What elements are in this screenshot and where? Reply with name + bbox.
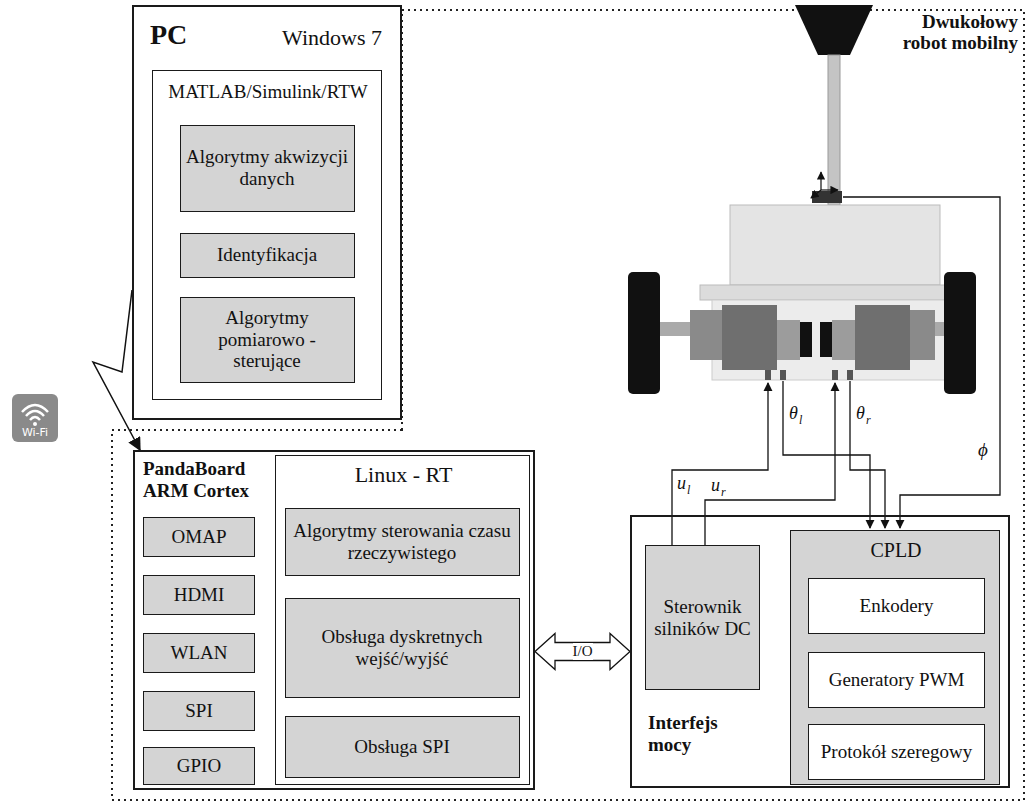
right-motor — [820, 305, 935, 380]
wifi-text: Wi-Fi — [12, 427, 58, 439]
mast — [828, 55, 840, 205]
box-heading: Interfejs mocy — [648, 712, 760, 756]
module-box: Algorytmy akwizycji danych — [180, 125, 355, 212]
box-heading: PC — [150, 19, 187, 51]
box-text: Protokół szeregowy — [821, 741, 972, 763]
module-box: OMAP — [143, 517, 255, 557]
os-box: Linux - RT Algorytmy sterowania czasu rze… — [275, 455, 530, 785]
module-box: Identyfikacja — [180, 233, 355, 278]
board-box: PandaBoard ARM CortexOMAP HDMI WLAN SPI GPIO… — [133, 450, 535, 790]
signal-name: u — [677, 474, 686, 494]
power-interface-box: Interfejs mocy Sterownik silników DC CPLD E… — [630, 515, 1010, 788]
function-box: Enkodery — [808, 578, 985, 634]
box-text: HDMI — [174, 584, 225, 606]
box-text: Sterownik silników DC — [651, 596, 754, 640]
axes-symbol — [811, 172, 838, 198]
module-box: Obsługa SPI — [285, 716, 520, 778]
signal-wires — [672, 197, 1000, 545]
box-text: Enkodery — [860, 595, 934, 617]
signal-subscript: r — [866, 414, 871, 427]
motor-frame — [712, 300, 958, 380]
signal-name: u — [711, 476, 720, 496]
left-motor — [690, 305, 812, 380]
box-heading: CPLD — [791, 539, 1001, 562]
imu-sensor — [812, 191, 842, 203]
edge-label: I/O — [573, 643, 593, 660]
signal-name: ϕ — [978, 440, 988, 461]
function-box: Generatory PWM — [808, 652, 985, 708]
box-text: Algorytmy pomiarowo - sterujące — [186, 307, 349, 373]
cpld-box: CPLD EnkoderyGeneratory PWM Protokół szere… — [790, 530, 1000, 785]
box-text: Obsługa SPI — [354, 736, 450, 758]
box-text: GPIO — [177, 755, 221, 777]
signal-subscript: r — [721, 486, 726, 499]
robot-body — [730, 205, 940, 285]
sensor-head — [795, 5, 873, 55]
module-box: SPI — [143, 691, 255, 731]
box-heading: Windows 7 — [282, 25, 382, 50]
function-box: Protokół szeregowy — [808, 724, 985, 780]
box-text: Identyfikacja — [217, 244, 317, 266]
module-box: GPIO — [143, 747, 255, 785]
software-box: MATLAB/Simulink/RTW Algorytmy akwizycji d… — [152, 70, 382, 400]
axle — [660, 322, 692, 336]
box-text: Generatory PWM — [829, 669, 965, 691]
box-text: OMAP — [172, 526, 227, 548]
box-heading: PandaBoard ARM Cortex — [143, 458, 268, 502]
box-heading: MATLAB/Simulink/RTW — [153, 81, 383, 103]
computer-box: PC Windows 7 MATLAB/Simulink/RTW Algorytmy … — [132, 5, 402, 420]
wifi-icon — [12, 394, 58, 442]
module-box: WLAN — [143, 633, 255, 673]
box-text: Algorytmy sterowania czasu rzeczywistego — [291, 520, 514, 564]
module-box: HDMI — [143, 575, 255, 615]
signal-subscript: l — [687, 484, 690, 497]
region-outline — [112, 10, 1024, 800]
wheel — [628, 272, 660, 394]
io-arrow — [535, 634, 630, 670]
wheel — [944, 272, 976, 394]
module-box: Sterownik silników DC — [645, 545, 760, 690]
module-box: Algorytmy sterowania czasu rzeczywistego — [285, 508, 520, 576]
box-text: WLAN — [171, 642, 228, 664]
system-title: Dwukołowy robot mobilny — [878, 12, 1018, 54]
signal-name: θ — [856, 404, 865, 424]
module-box: Algorytmy pomiarowo - sterujące — [180, 297, 355, 383]
module-box: Obsługa dyskretnych wejść/wyjść — [285, 598, 520, 698]
box-text: Algorytmy akwizycji danych — [186, 146, 349, 190]
box-text: SPI — [185, 700, 212, 722]
box-text: Obsługa dyskretnych wejść/wyjść — [291, 626, 514, 670]
box-heading: Linux - RT — [276, 462, 531, 487]
signal-subscript: l — [799, 414, 802, 427]
signal-name: θ — [789, 404, 798, 424]
platform — [700, 285, 970, 300]
